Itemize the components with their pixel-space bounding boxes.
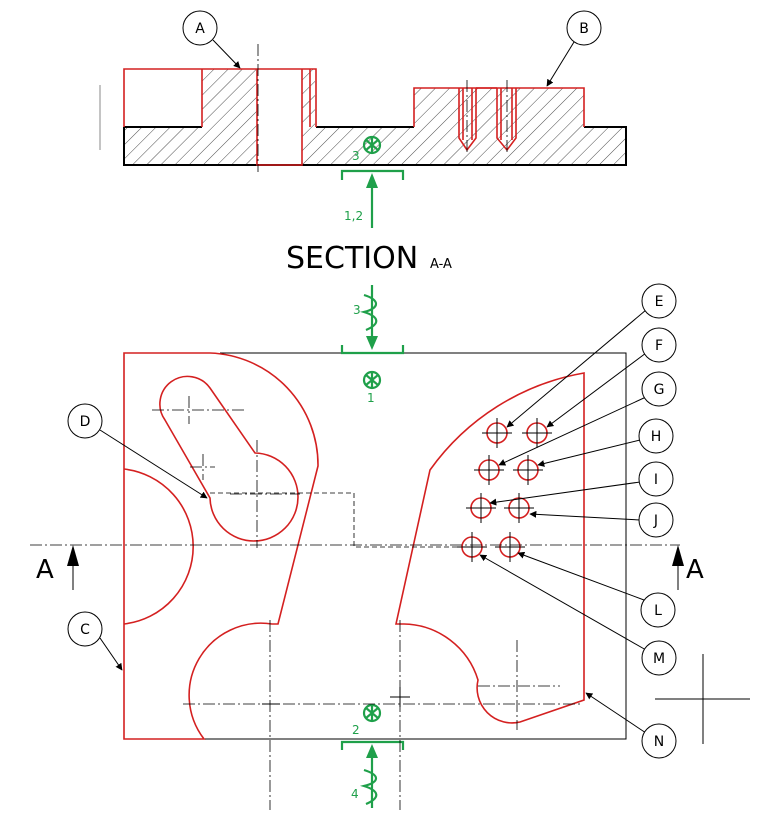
datum-target-12: 1,2	[340, 169, 405, 228]
section-hatch-mid	[302, 88, 626, 165]
balloon-G-text: G	[654, 382, 665, 398]
balloon-B-text: B	[579, 21, 589, 37]
feature-A-outline	[123, 68, 317, 166]
balloon-G: G	[641, 371, 677, 407]
feature-B-outline	[413, 87, 585, 127]
section-title: SECTION	[286, 241, 418, 276]
feature-C-left-arc	[123, 468, 194, 625]
balloon-D: D	[67, 403, 103, 439]
datum-target-4: 4	[340, 740, 405, 808]
cut-label-left: A	[36, 555, 54, 585]
datum-target-12-label: 1,2	[344, 209, 363, 223]
feature-N-outline	[395, 372, 585, 724]
balloon-B: B	[566, 10, 602, 46]
balloon-N: N	[641, 723, 677, 759]
datum-target-3: 3	[340, 285, 405, 355]
hole-pattern	[457, 418, 552, 562]
balloon-H: H	[638, 418, 674, 454]
plan-datum-symbol-2-label: 2	[352, 723, 360, 737]
balloon-I: I	[638, 461, 674, 497]
section-hatch	[124, 69, 257, 165]
section-datum-label: 3	[352, 149, 360, 163]
balloon-M: M	[641, 640, 677, 676]
balloon-J: J	[638, 502, 674, 538]
balloon-E-text: E	[655, 294, 664, 310]
plan-datum-symbol-1: 1	[362, 370, 382, 405]
balloon-D-text: D	[80, 414, 91, 430]
balloon-F-text: F	[655, 338, 663, 354]
balloon-I-text: I	[654, 472, 658, 488]
section-subtitle: A-A	[430, 257, 452, 272]
cut-label-right: A	[686, 555, 704, 585]
feature-C-outline	[123, 352, 319, 740]
feature-D-outline	[159, 375, 299, 542]
balloon-E: E	[641, 283, 677, 319]
section-base-outline	[123, 126, 627, 166]
section-datum-symbol: 3	[352, 135, 382, 163]
plan-datum-symbol-1-label: 1	[367, 391, 375, 405]
plan-hidden-lines	[210, 492, 470, 548]
balloons: A B C D E F G H I J L M N	[67, 10, 677, 759]
balloon-N-text: N	[654, 734, 664, 750]
balloon-J-text: J	[653, 513, 658, 529]
datum-target-4-label: 4	[351, 787, 359, 801]
balloon-C-text: C	[80, 622, 90, 638]
plan-view: 3 1 2 4	[30, 285, 750, 810]
plan-outline	[123, 352, 627, 740]
cut-arrow-right: A	[672, 545, 704, 590]
balloon-A-text: A	[195, 21, 205, 37]
plan-center-lines	[30, 396, 680, 810]
section-view: 3 1,2	[99, 44, 627, 228]
datum-target-3-label: 3	[353, 303, 361, 317]
balloon-A: A	[182, 10, 218, 46]
cut-arrow-left: A	[36, 545, 79, 590]
balloon-C: C	[67, 611, 103, 647]
section-hatch-slot	[302, 69, 315, 127]
origin-cross	[655, 654, 750, 744]
balloon-H-text: H	[651, 429, 662, 445]
balloon-L-text: L	[654, 603, 662, 619]
plan-datum-symbol-2: 2	[352, 703, 382, 737]
balloon-leaders	[99, 39, 647, 734]
balloon-F: F	[641, 327, 677, 363]
balloon-L: L	[640, 592, 676, 628]
balloon-M-text: M	[653, 651, 665, 667]
